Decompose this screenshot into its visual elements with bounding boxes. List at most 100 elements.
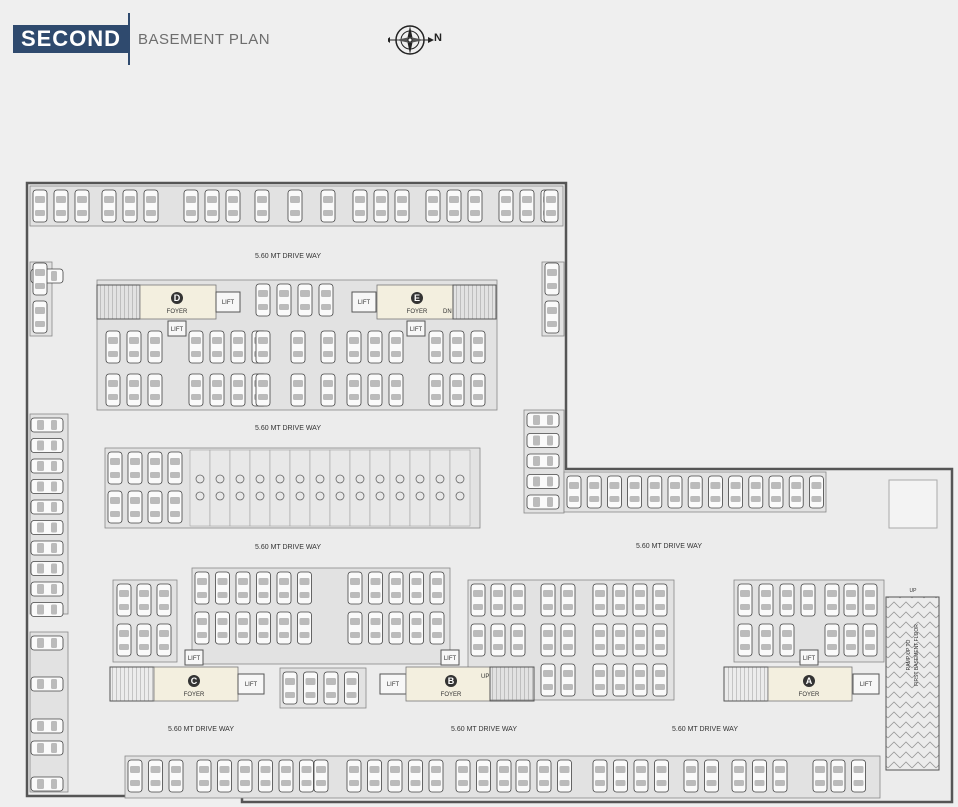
two-wheeler-slot — [269, 449, 291, 527]
car-icon — [592, 663, 608, 697]
car-icon — [107, 490, 123, 524]
drive-way-label-3: 5.60 MT DRIVE WAY — [255, 544, 321, 551]
car-icon — [428, 330, 444, 364]
car-icon — [592, 583, 608, 617]
core-e-lift-label: LIFT — [358, 300, 371, 306]
two-wheeler-slot — [409, 449, 431, 527]
car-icon — [498, 189, 514, 223]
car-icon — [470, 330, 486, 364]
car-icon — [30, 438, 64, 453]
car-icon — [143, 189, 159, 223]
car-icon — [652, 583, 668, 617]
parking-bay — [191, 567, 451, 665]
core-a-letter: A — [806, 676, 813, 686]
car-icon — [320, 373, 336, 407]
car-icon — [526, 412, 560, 428]
core-b-lift2-label: LIFT — [444, 656, 457, 662]
car-icon — [387, 759, 403, 793]
car-icon — [510, 623, 526, 657]
car-icon — [30, 499, 64, 515]
core-d: UP D FOYER LIFT LIFT — [96, 284, 241, 337]
car-icon — [136, 623, 152, 657]
car-icon — [667, 475, 683, 509]
car-icon — [105, 373, 121, 407]
car-icon — [136, 583, 152, 617]
car-icon — [194, 611, 210, 645]
car-icon — [809, 475, 824, 509]
two-wheeler-slot — [349, 449, 371, 527]
core-d-lift2-label: LIFT — [171, 327, 184, 333]
car-icon — [824, 623, 840, 657]
car-icon — [347, 611, 363, 645]
car-icon — [654, 759, 669, 793]
car-icon — [30, 581, 64, 597]
car-icon — [183, 189, 199, 223]
car-icon — [215, 571, 230, 605]
core-c: LIFT UP C FOYER LIFT — [109, 649, 265, 702]
car-icon — [592, 623, 608, 657]
car-icon — [30, 635, 64, 651]
car-icon — [147, 330, 163, 364]
car-icon — [276, 571, 292, 605]
car-icon — [256, 571, 271, 605]
two-wheeler-slot — [189, 449, 211, 527]
car-icon — [299, 759, 314, 793]
car-icon — [788, 475, 804, 509]
car-icon — [449, 373, 465, 407]
car-icon — [612, 663, 628, 697]
car-icon — [32, 300, 48, 334]
car-icon — [255, 330, 271, 364]
two-wheeler-slot — [329, 449, 351, 527]
car-icon — [30, 520, 64, 535]
car-icon — [30, 417, 64, 433]
car-icon — [225, 189, 241, 223]
car-icon — [409, 571, 424, 605]
car-icon — [490, 583, 506, 617]
car-icon — [851, 759, 866, 793]
drive-way-label-7: 5.60 MT DRIVE WAY — [672, 726, 738, 733]
car-icon — [560, 623, 576, 657]
car-icon — [237, 759, 253, 793]
two-wheeler-slot — [249, 449, 271, 527]
car-icon — [510, 583, 526, 617]
car-icon — [101, 189, 117, 223]
car-icon — [276, 611, 292, 645]
car-icon — [627, 475, 642, 509]
car-icon — [425, 189, 441, 223]
car-icon — [278, 759, 294, 793]
car-icon — [230, 373, 246, 407]
car-icon — [127, 451, 143, 485]
car-icon — [388, 571, 404, 605]
car-icon — [752, 759, 767, 793]
car-icon — [254, 189, 270, 223]
car-icon — [116, 583, 132, 617]
car-icon — [167, 451, 183, 485]
car-icon — [209, 330, 225, 364]
car-icon — [32, 262, 48, 296]
car-icon — [235, 611, 251, 645]
car-icon — [188, 330, 204, 364]
car-icon — [217, 759, 232, 793]
drive-way-label-4: 5.60 MT DRIVE WAY — [636, 543, 702, 550]
car-icon — [373, 189, 389, 223]
car-icon — [388, 611, 404, 645]
core-e-foyer-label: FOYER — [407, 309, 428, 315]
car-icon — [429, 611, 445, 645]
core-c-letter: C — [191, 676, 198, 686]
car-icon — [32, 189, 48, 223]
car-icon — [30, 776, 64, 792]
car-icon — [127, 759, 143, 793]
car-icon — [540, 583, 556, 617]
car-icon — [843, 623, 859, 657]
car-icon — [408, 759, 423, 793]
core-a: LIFT UP A FOYER LIFT — [723, 649, 880, 702]
car-icon — [455, 759, 471, 793]
car-icon — [557, 759, 572, 793]
car-icon — [256, 611, 271, 645]
core-b-foyer-label: FOYER — [441, 692, 462, 698]
car-icon — [30, 602, 64, 617]
car-icon — [467, 189, 483, 223]
car-icon — [536, 759, 552, 793]
car-icon — [687, 475, 703, 509]
car-icon — [731, 759, 747, 793]
